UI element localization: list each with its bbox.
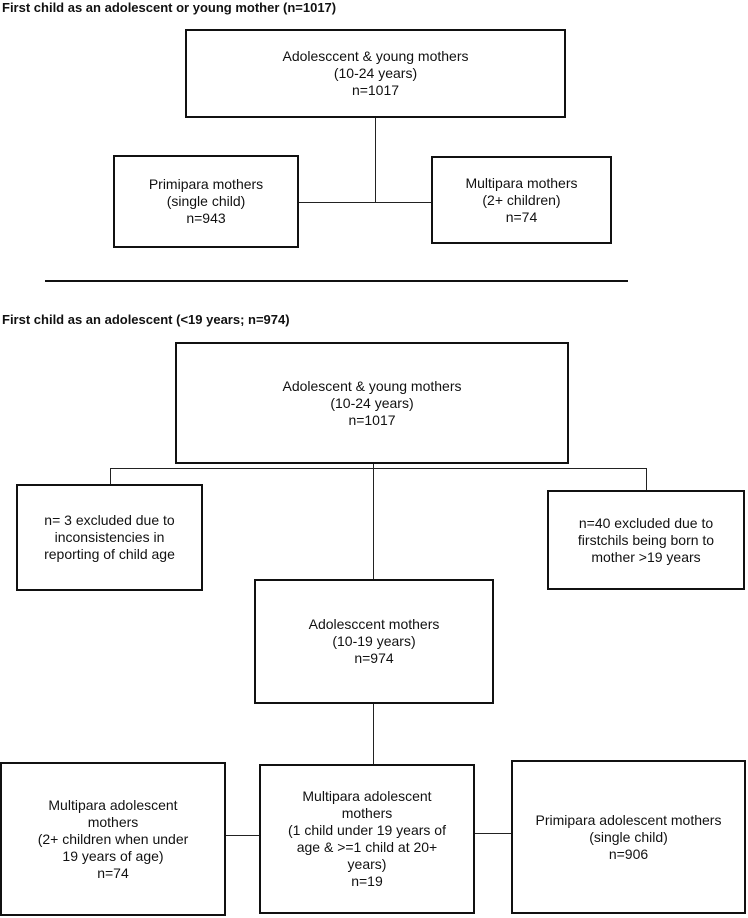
s2-bottom-center-line: age & >=1 child at 20+ [296, 839, 438, 855]
s2-exclusion-right-box: n=40 excluded due to firstchils being bo… [547, 490, 745, 590]
s2-exclusion-left-drop [110, 468, 111, 485]
s2-root-line: n=1017 [348, 411, 396, 428]
s1-connector-horizontal [298, 202, 432, 203]
s2-adolescent-line: n=974 [354, 650, 394, 666]
s2-bottom-center-line: (1 child under 19 years of [288, 822, 446, 838]
s2-exclusion-right-line: n=40 excluded due to [578, 514, 714, 531]
s1-multipara-line: n=74 [505, 208, 538, 225]
s1-primipara-line: (single child) [166, 193, 246, 209]
s2-bottom-left-line: n=74 [97, 864, 129, 881]
s2-root-line: (10-24 years) [330, 394, 414, 411]
s2-adolescent-line: Adolesccent mothers [308, 616, 440, 632]
s2-bottom-center-line: years) [347, 856, 387, 872]
s1-primipara-box: Primipara mothers (single child) n=943 [113, 155, 299, 248]
section1-heading: First child as an adolescent or young mo… [2, 0, 337, 15]
s2-bottom-center-line: Multipara adolescent [302, 788, 432, 804]
s2-bottom-center-box: Multipara adolescent mothers (1 child un… [259, 764, 475, 914]
s2-bottom-left-connector [225, 835, 260, 836]
s1-multipara-line: (2+ children) [482, 191, 561, 208]
s1-primipara-line: Primipara mothers [148, 176, 264, 192]
s2-exclusion-right-drop [646, 468, 647, 492]
s2-root-connector [373, 464, 374, 580]
section-divider [45, 280, 628, 282]
s2-bottom-right-box: Primipara adolescent mothers (single chi… [511, 760, 746, 914]
s2-exclusion-left-line: inconsistencies in [54, 529, 165, 545]
s2-exclusion-right-line: firstchils being born to [577, 531, 715, 548]
s2-exclusion-bar [110, 468, 647, 469]
s2-bottom-right-line: (single child) [589, 828, 668, 845]
s1-root-line: Adolesccent & young mothers [282, 48, 469, 64]
s1-multipara-line: Multipara mothers [465, 174, 578, 191]
s2-adolescent-box: Adolesccent mothers (10-19 years) n=974 [254, 579, 494, 704]
s1-root-line: (10-24 years) [333, 65, 418, 81]
s1-connector-vertical [375, 118, 376, 202]
s1-root-box: Adolesccent & young mothers (10-24 years… [185, 29, 566, 118]
s2-middle-connector [373, 704, 374, 765]
s2-exclusion-right-line: mother >19 years [591, 548, 701, 565]
s2-exclusion-left-line: n= 3 excluded due to [44, 512, 175, 528]
s2-bottom-left-line: (2+ children when under [37, 830, 189, 847]
s2-bottom-left-line: Multipara adolescent [48, 796, 178, 813]
s2-bottom-right-connector [474, 833, 512, 834]
s1-multipara-box: Multipara mothers (2+ children) n=74 [431, 156, 612, 244]
s1-primipara-line: n=943 [186, 210, 226, 226]
section2-heading: First child as an adolescent (<19 years;… [2, 312, 290, 327]
s2-bottom-right-line: Primipara adolescent mothers [535, 811, 722, 828]
s2-root-box: Adolescent & young mothers (10-24 years)… [175, 342, 569, 464]
s2-exclusion-left-line: reporting of child age [44, 546, 175, 562]
s2-bottom-left-line: 19 years of age) [62, 847, 164, 864]
s2-adolescent-line: (10-19 years) [332, 633, 416, 649]
s2-bottom-left-box: Multipara adolescent mothers (2+ childre… [0, 762, 226, 916]
s2-root-line: Adolescent & young mothers [282, 377, 462, 394]
s2-bottom-left-line: mothers [87, 813, 139, 830]
s2-bottom-right-line: n=906 [608, 845, 649, 862]
s2-exclusion-left-box: n= 3 excluded due to inconsistencies in … [16, 484, 203, 591]
s2-bottom-center-line: n=19 [351, 873, 383, 889]
s2-bottom-center-line: mothers [341, 805, 393, 821]
s1-root-line: n=1017 [351, 82, 400, 98]
